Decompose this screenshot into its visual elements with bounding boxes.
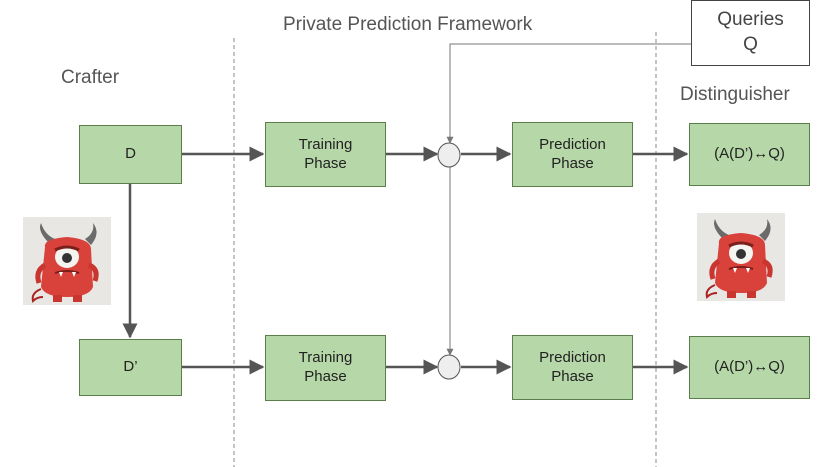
join-node-top [437, 142, 461, 168]
prediction-phase-top-box: Prediction Phase [512, 122, 633, 187]
crafter-label: Crafter [61, 67, 120, 88]
output-bottom-box: (A(D’)↔Q) [689, 336, 810, 399]
training-phase-top-label: Training Phase [298, 135, 353, 172]
output-top-box: (A(D’)↔Q) [689, 123, 810, 186]
queries-feed-line [446, 43, 691, 144]
output-bottom-label: (A(D’)↔Q) [714, 358, 785, 376]
monster-icon [23, 217, 111, 305]
queries-symbol: Q [743, 34, 758, 55]
join-node-bottom [437, 354, 461, 380]
training-phase-bottom-box: Training Phase [265, 335, 386, 401]
queries-box: Queries Q [691, 0, 810, 66]
dataset-d-box: D [79, 125, 182, 184]
prediction-phase-bottom-box: Prediction Phase [512, 335, 633, 400]
queries-label: Queries [717, 9, 784, 31]
dataset-dprime-box: D’ [79, 339, 182, 396]
training-phase-bottom-label: Training Phase [298, 349, 353, 385]
framework-title: Private Prediction Framework [283, 14, 533, 35]
prediction-phase-bottom-label: Prediction Phase [539, 348, 606, 385]
training-phase-top-box: Training Phase [265, 122, 386, 187]
prediction-phase-top-label: Prediction Phase [539, 135, 606, 172]
dataset-d-label: D [125, 145, 136, 163]
monster-icon-distinguisher [697, 213, 785, 301]
dataset-dprime-label: D’ [123, 358, 138, 376]
output-top-label: (A(D’)↔Q) [714, 145, 785, 163]
distinguisher-label: Distinguisher [680, 84, 790, 105]
